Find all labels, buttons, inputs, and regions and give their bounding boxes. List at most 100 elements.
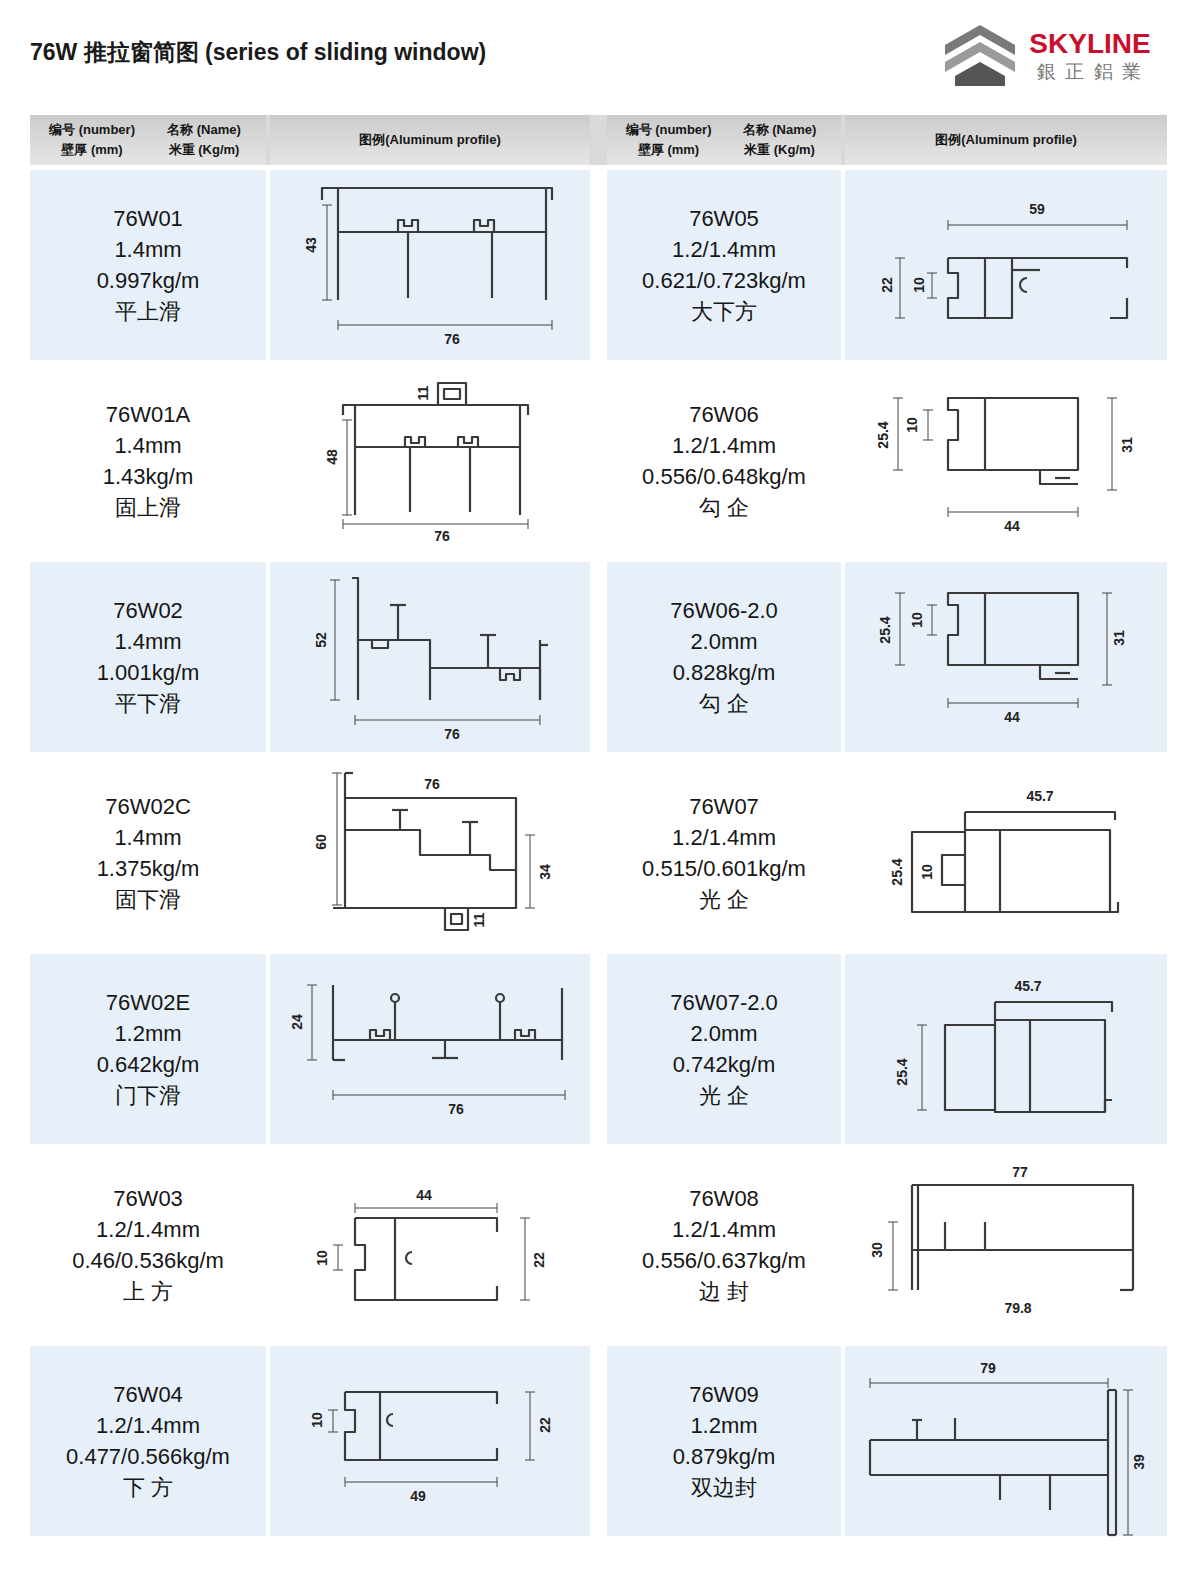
- dimension-line: [927, 298, 937, 299]
- dimension-value: 77: [1012, 1165, 1028, 1180]
- profile-wall: [345, 1392, 497, 1460]
- dimension-line: [343, 519, 344, 529]
- profile-name: 光 企: [699, 884, 749, 915]
- profile-wall: [345, 830, 516, 870]
- dimension-line: [355, 720, 540, 721]
- header-text: 壁厚 (mm): [36, 140, 148, 160]
- dimension-line: [1078, 507, 1079, 517]
- profile-name: 勾 企: [699, 492, 749, 523]
- profile-wall: [333, 1039, 562, 1041]
- dimension-line: [948, 512, 1078, 513]
- dimension-line: [347, 420, 348, 515]
- dimension-line: [525, 1460, 535, 1461]
- profile-spec-cell: 76W02C1.4mm1.375kg/m固下滑: [30, 758, 266, 948]
- drawing-panel: [270, 562, 590, 752]
- table-header-cell: 编号 (number)名称 (Name)壁厚 (mm)米重 (Kg/m): [607, 115, 841, 165]
- profile-wall: [917, 1185, 919, 1290]
- dimension-line: [332, 773, 342, 774]
- weight-per-meter: 0.828kg/m: [673, 657, 776, 688]
- dimension-line: [927, 273, 937, 274]
- dimension-line: [870, 1378, 871, 1388]
- drawing-panel: [845, 1150, 1167, 1340]
- drawing-panel: [270, 170, 590, 360]
- profile-wall: [345, 772, 353, 774]
- dimension-line: [917, 1110, 927, 1111]
- wall-thickness: 1.2mm: [690, 1410, 757, 1441]
- table-header-cell: 编号 (number)名称 (Name)壁厚 (mm)米重 (Kg/m): [30, 115, 266, 165]
- profile-wall: [491, 232, 493, 298]
- profile-wall: [469, 822, 471, 855]
- profile-wall: [1020, 278, 1027, 292]
- profile-spec-cell: 76W07-2.02.0mm0.742kg/m光 企: [607, 954, 841, 1144]
- profile-wall: [561, 988, 563, 1060]
- aluminum-profile: [307, 985, 565, 1100]
- dimension-line: [330, 700, 340, 701]
- profile-name: 门下滑: [115, 1080, 181, 1111]
- profile-wall: [916, 1420, 918, 1440]
- dimension-value: 43: [304, 237, 319, 253]
- profile-wall: [444, 1040, 446, 1058]
- dimension-line: [895, 593, 905, 594]
- profile-wall: [390, 604, 406, 606]
- profile-wall: [355, 1218, 497, 1300]
- profile-spec-cell: 76W011.4mm0.997kg/m平上滑: [30, 170, 266, 360]
- profile-spec-cell: 76W02E1.2mm0.642kg/m门下滑: [30, 954, 266, 1144]
- profile-spec-cell: 76W031.2/1.4mm0.46/0.536kg/m上 方: [30, 1150, 266, 1340]
- profile-wall: [948, 258, 1127, 268]
- dimension-line: [333, 1095, 565, 1096]
- profile-wall: [397, 605, 399, 640]
- profile-wall: [545, 188, 547, 300]
- profile-wall: [515, 1030, 535, 1040]
- profile-name: 光 企: [699, 1080, 749, 1111]
- aluminum-profile: [888, 1185, 1133, 1290]
- dimension-line: [928, 410, 929, 440]
- dimension-line: [1127, 220, 1128, 230]
- profile-wall: [540, 644, 548, 646]
- dimension-line: [355, 1203, 356, 1213]
- profile-name: 下 方: [123, 1472, 173, 1503]
- dimension-value: 10: [310, 1412, 325, 1428]
- aluminum-profile: [912, 812, 1118, 912]
- dimension-line: [1123, 1535, 1133, 1536]
- weight-per-meter: 0.642kg/m: [97, 1049, 200, 1080]
- profile-wall: [444, 389, 460, 399]
- dimension-line: [333, 1090, 334, 1100]
- drawing-panel: [270, 954, 590, 1144]
- dimension-line: [565, 1090, 566, 1100]
- dimension-value: 10: [315, 1250, 330, 1266]
- profile-name: 平上滑: [115, 296, 181, 327]
- weight-per-meter: 0.742kg/m: [673, 1049, 776, 1080]
- dimension-line: [328, 1410, 338, 1411]
- dimension-line: [322, 205, 332, 206]
- profile-wall: [407, 232, 409, 298]
- profile-number: 76W02C: [105, 791, 191, 822]
- dimension-value: 45.7: [1014, 979, 1041, 994]
- dimension-line: [1102, 685, 1112, 686]
- profile-spec-cell: 76W061.2/1.4mm0.556/0.648kg/m勾 企: [607, 366, 841, 556]
- wall-thickness: 1.2/1.4mm: [672, 822, 776, 853]
- dimension-line: [355, 1208, 497, 1209]
- profile-wall: [432, 1057, 458, 1059]
- aluminum-profile: [332, 773, 535, 930]
- drawing-panel: [270, 758, 590, 948]
- profile-number: 76W01: [113, 203, 183, 234]
- profile-wall: [333, 1059, 345, 1061]
- dimension-line: [497, 1477, 498, 1487]
- aluminum-profile: [893, 398, 1117, 517]
- dimension-line: [1108, 1378, 1109, 1388]
- dimension-value: 10: [905, 417, 920, 433]
- drawing-panel: [270, 1346, 590, 1536]
- profile-wall: [1040, 665, 1078, 679]
- profile-spec-cell: 76W021.4mm1.001kg/m平下滑: [30, 562, 266, 752]
- profile-wall: [965, 812, 1115, 820]
- profile-wall: [352, 578, 358, 700]
- profile-spec-cell: 76W06-2.02.0mm0.828kg/m勾 企: [607, 562, 841, 752]
- header-text: 编号 (number): [613, 120, 724, 140]
- dimension-line: [332, 905, 342, 906]
- profile-wall: [372, 640, 388, 648]
- aluminum-profile: [333, 1203, 530, 1300]
- dimension-line: [345, 1482, 497, 1483]
- dimension-line: [923, 440, 933, 441]
- dimension-line: [338, 320, 339, 330]
- dimension-line: [1107, 490, 1117, 491]
